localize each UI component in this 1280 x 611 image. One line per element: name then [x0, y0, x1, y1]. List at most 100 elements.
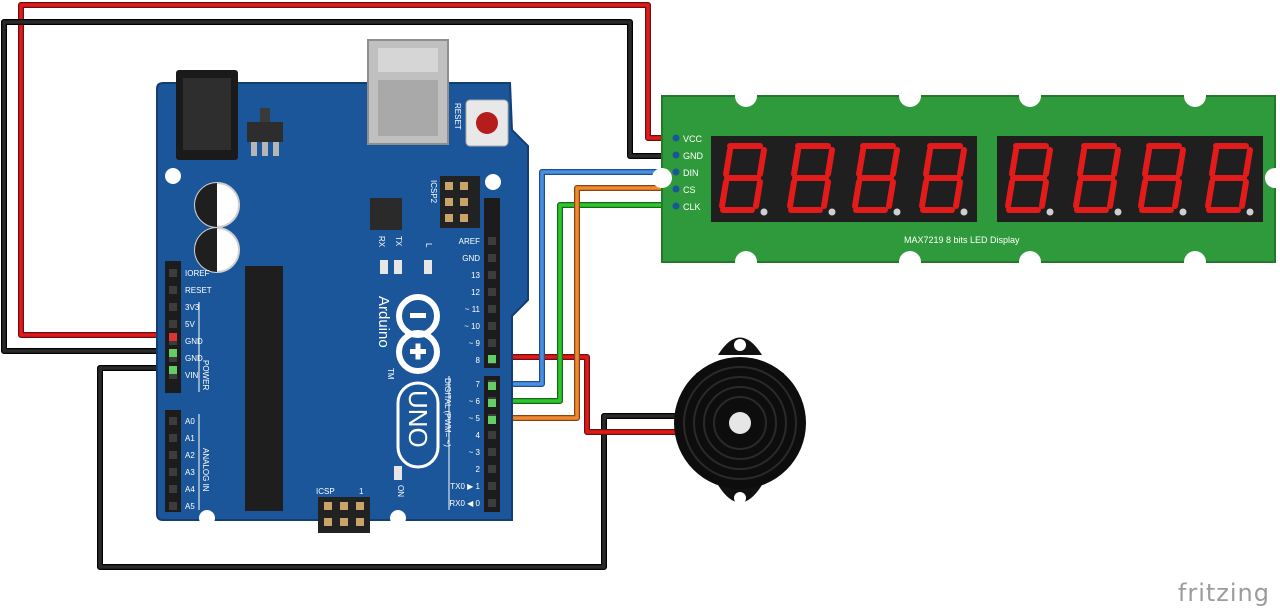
- power-pin-label: 3V3: [185, 303, 200, 312]
- analog-pin: [169, 485, 177, 493]
- tx-label: TX: [394, 236, 403, 247]
- uno-badge: UNO: [396, 381, 440, 469]
- digital-pin-label: ~ 11: [465, 305, 481, 314]
- decimal-point: [960, 208, 968, 216]
- digit-segment: [757, 147, 767, 177]
- connected-pin: [169, 333, 177, 341]
- digit-segment: [719, 179, 729, 209]
- digit-segment: [723, 147, 733, 177]
- module-pin-label: DIN: [683, 168, 699, 178]
- on-led: [394, 466, 402, 480]
- connected-pin: [488, 382, 496, 390]
- connected-pin: [169, 349, 177, 357]
- connected-pin: [488, 416, 496, 424]
- digital-pin-label: 2: [476, 465, 481, 474]
- digital-pin-label: 7: [476, 380, 481, 389]
- digit-segment: [753, 179, 763, 209]
- power-pin-label: VIN: [185, 371, 199, 380]
- icsp2-header: [440, 176, 480, 228]
- power-pin: [169, 320, 177, 328]
- wire-pin6-clk-core: [492, 203, 676, 403]
- analog-pin: [169, 434, 177, 442]
- digit-segment: [1205, 179, 1215, 209]
- digit-segment: [1172, 179, 1182, 209]
- seven-segment-digit: [1073, 143, 1122, 216]
- analog-pin: [169, 502, 177, 510]
- seven-segment-digit: [1138, 143, 1187, 216]
- mounting-hole: [485, 174, 501, 190]
- icsp2-label: ICSP2: [429, 180, 438, 204]
- l-led: [424, 260, 432, 274]
- mounting-hole: [390, 510, 406, 526]
- power-pin: [169, 371, 177, 379]
- reset-label: RESET: [453, 103, 462, 130]
- power-group-label: POWER: [201, 360, 210, 390]
- digit-segment: [791, 147, 801, 177]
- wire-gnd-gnd-core: [2, 20, 676, 353]
- analog-pin-label: A4: [185, 485, 195, 494]
- digital-pin-label: RX0 ◀ 0: [449, 499, 480, 508]
- power-pin-label: GND: [185, 354, 203, 363]
- digital-pin-label: ~ 5: [469, 414, 481, 423]
- digital-group-label: DIGITAL (PWM= ~): [443, 378, 452, 447]
- digital-pin-label: AREF: [459, 237, 480, 246]
- mounting-hole: [165, 168, 181, 184]
- arduino-wordmark: Arduino: [375, 296, 392, 348]
- module-mount-hole: [1019, 251, 1041, 273]
- seven-segment-digit: [719, 143, 768, 216]
- capacitor: [194, 182, 240, 228]
- module-pin-label: CS: [683, 185, 696, 195]
- digit-segment: [821, 179, 831, 209]
- connected-pin: [488, 399, 496, 407]
- analog-pin: [169, 468, 177, 476]
- module-mount-hole: [899, 251, 921, 273]
- module-mount-hole: [1184, 85, 1206, 107]
- digit-segment: [1239, 179, 1249, 209]
- digital-pin: [488, 254, 496, 262]
- icsp-header: [318, 497, 370, 533]
- uno-label: UNO: [403, 390, 433, 448]
- module-pin-label: CLK: [683, 202, 701, 212]
- mounting-hole: [199, 510, 215, 526]
- digital-pin-label: ~ 10: [464, 322, 480, 331]
- icsp-label: ICSP: [316, 487, 335, 496]
- module-pin: [672, 168, 680, 176]
- module-mount-hole: [652, 168, 672, 188]
- wire-gnd-buzzer-core: [98, 366, 676, 569]
- analog-pin-label: A5: [185, 502, 195, 511]
- analog-pin-label: A3: [185, 468, 195, 477]
- digital-pin: [488, 305, 496, 313]
- module-mount-hole: [1019, 85, 1041, 107]
- analog-pin-label: A0: [185, 417, 195, 426]
- digital-pin-label: 12: [471, 288, 480, 297]
- wire-pin7-din-core: [492, 170, 676, 386]
- digital-pin-label: 8: [476, 356, 481, 365]
- digit-segment: [1039, 179, 1049, 209]
- digital-pin-label: TX0 ▶ 1: [450, 482, 480, 491]
- digital-pin: [488, 339, 496, 347]
- analog-pin: [169, 417, 177, 425]
- connected-pin: [488, 355, 496, 363]
- power-pin-label: RESET: [185, 286, 212, 295]
- module-mount-hole: [735, 85, 757, 107]
- digit-segment: [1005, 179, 1015, 209]
- arduino-board: RESET ICSP2 RX TX L: [156, 39, 529, 533]
- digit-segment: [856, 147, 866, 177]
- connected-pin: [169, 366, 177, 374]
- digital-pin: [488, 288, 496, 296]
- l-label: L: [424, 243, 433, 248]
- buzzer-center: [729, 412, 751, 434]
- module-mount-hole: [1184, 251, 1206, 273]
- module-pin: [672, 185, 680, 193]
- arduino-logo: [396, 294, 440, 374]
- digital-pin: [488, 465, 496, 473]
- fritzing-watermark: fritzing: [1177, 579, 1270, 607]
- seven-segment-digit: [1005, 143, 1054, 216]
- digit-segment: [1111, 147, 1121, 177]
- icsp-pin1-label: 1: [359, 487, 364, 496]
- digital-pin: [488, 482, 496, 490]
- digital-pin-label: ~ 3: [469, 448, 481, 457]
- module-pin-label: GND: [683, 151, 704, 161]
